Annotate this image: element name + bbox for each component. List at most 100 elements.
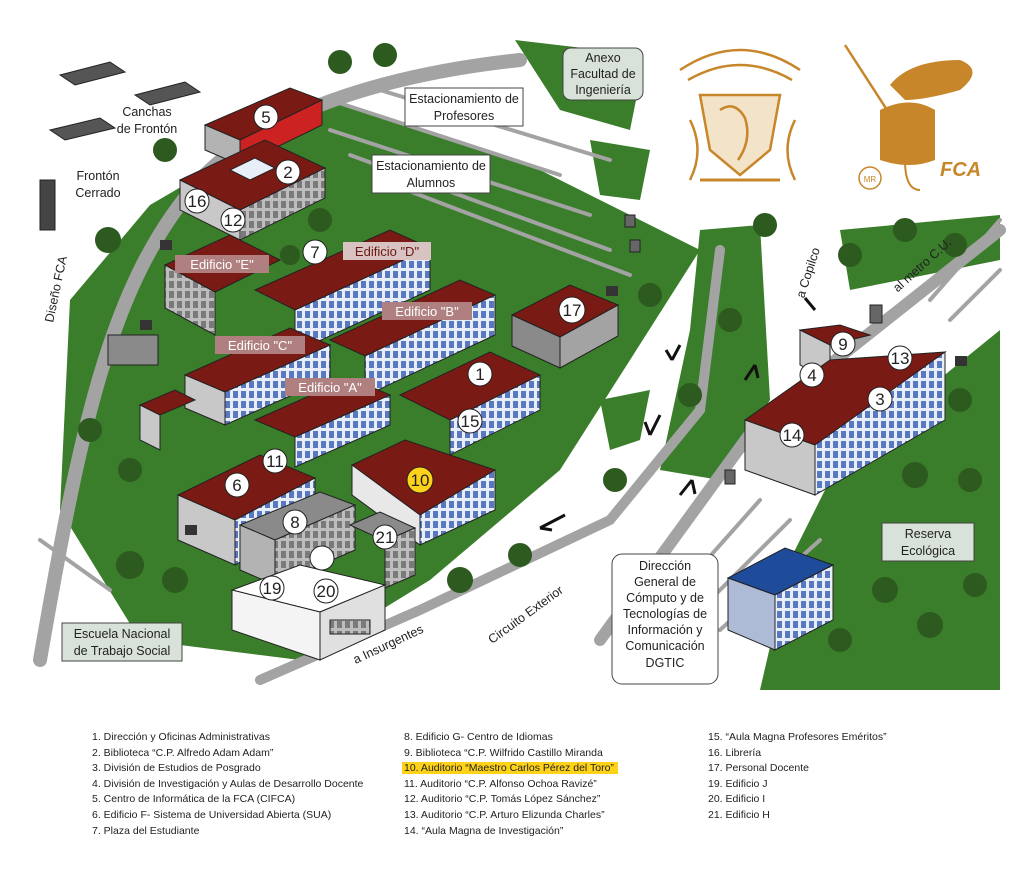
legend-item: 6. Edificio F- Sistema de Universidad Ab… [92,808,332,821]
mr-mark: MR [864,175,877,184]
label-fronton-cerrado: Frontón Cerrado [75,169,120,200]
svg-text:17: 17 [563,301,582,320]
svg-text:Cómputo y de: Cómputo y de [626,591,704,605]
svg-text:Comunicación: Comunicación [625,639,704,653]
svg-text:Canchas: Canchas [122,105,171,119]
legend-item: 2. Biblioteca “C.P. Alfredo Adam Adam” [92,746,274,759]
label-estacionamiento-profesores: Estacionamiento de Profesores [404,87,524,127]
building-markers: 5 2 16 12 7 17 1 15 11 6 10 8 21 19 20 9… [184,104,913,604]
legend-item: 17. Personal Docente [708,762,809,775]
label-escuela-trabajo-social: Escuela Nacional de Trabajo Social [61,622,183,662]
svg-text:de Trabajo Social: de Trabajo Social [74,644,171,658]
marker-21: 21 [372,524,398,550]
marker-13: 13 [887,345,913,371]
fronton-courts [39,61,202,231]
svg-text:General de: General de [634,575,696,589]
label-reserva-ecologica: Reserva Ecológica [881,522,975,562]
label-diseno-fca: Diseño FCA [42,254,70,323]
svg-text:Ecológica: Ecológica [901,544,955,558]
direction-arrows [539,297,817,532]
svg-text:19: 19 [263,579,282,598]
svg-text:Edificio "D": Edificio "D" [355,244,420,259]
svg-text:16: 16 [188,192,207,211]
label-dgtic: Dirección General de Cómputo y de Tecnol… [611,553,719,685]
svg-text:Información y: Información y [627,623,703,637]
marker-7: 7 [302,239,328,265]
svg-text:8: 8 [290,513,299,532]
marker-20: 20 [313,578,339,604]
legend-item: 7. Plaza del Estudiante [92,824,200,837]
svg-text:13: 13 [891,349,910,368]
marker-2: 2 [275,159,301,185]
svg-text:Anexo: Anexo [585,51,620,65]
legend-item: 21. Edificio H [708,808,770,821]
marker-17: 17 [558,296,586,324]
legend-item: 12. Auditorio “C.P. Tomás López Sánchez” [404,793,601,806]
svg-text:Alumnos: Alumnos [407,176,456,190]
label-canchas: Canchas de Frontón [117,105,178,136]
legend-item-10: 10. Auditorio “Maestro Carlos Pérez del … [402,762,618,775]
svg-text:Ingeniería: Ingeniería [575,83,631,97]
svg-text:5: 5 [261,108,270,127]
label-edificio-d: Edificio "D" [343,242,431,260]
svg-text:de Frontón: de Frontón [117,122,178,136]
svg-text:Estacionamiento de: Estacionamiento de [409,92,519,106]
marker-15: 15 [457,408,483,434]
svg-text:Tecnologías de: Tecnologías de [623,607,707,621]
campus-map: 5 2 16 12 7 17 1 15 11 6 10 8 21 19 20 9… [33,40,1006,690]
svg-text:3: 3 [875,390,884,409]
svg-text:Estacionamiento de: Estacionamiento de [376,159,486,173]
svg-text:21: 21 [376,528,395,547]
label-a-copilco: a Copilco [793,246,822,300]
legend-item: 4. División de Investigación y Aulas de … [92,777,364,790]
svg-text:9: 9 [838,335,847,354]
legend-item: 9. Biblioteca “C.P. Wilfrido Castillo Mi… [404,746,603,759]
svg-text:Edificio "A": Edificio "A" [298,380,362,395]
marker-1: 1 [467,361,493,387]
marker-9: 9 [830,331,856,357]
svg-text:1: 1 [475,365,484,384]
marker-8: 8 [282,509,308,535]
legend-column-3: 15. “Aula Magna Profesores Eméritos” 16.… [708,730,887,824]
marker-16: 16 [184,188,210,214]
building-name-labels: Edificio "D" Edificio "E" Edificio "B" E… [175,242,472,396]
marker-5: 5 [253,104,279,130]
svg-text:20: 20 [317,582,336,601]
svg-text:14: 14 [783,426,802,445]
svg-text:4: 4 [807,366,816,385]
legend-item: 20. Edificio I [708,793,766,806]
svg-text:11: 11 [266,452,284,471]
legend-item: 19. Edificio J [708,777,768,790]
svg-text:Facultad de: Facultad de [570,67,635,81]
legend-item: 11. Auditorio “C.P. Alfonso Ochoa Ravizé… [404,777,597,790]
legend-item: 14. “Aula Magna de Investigación” [404,824,564,837]
svg-text:7: 7 [310,243,319,262]
label-edificio-c: Edificio "C" [215,336,305,354]
marker-12: 12 [220,207,246,233]
marker-19: 19 [259,575,285,601]
legend-item: 15. “Aula Magna Profesores Eméritos” [708,731,887,743]
legend-item: 13. Auditorio “C.P. Arturo Elizunda Char… [404,808,605,821]
trees [78,43,987,652]
legend-column-2: 8. Edificio G- Centro de Idiomas 9. Bibl… [402,730,618,839]
svg-text:Reserva: Reserva [905,527,952,541]
svg-text:2: 2 [283,163,292,182]
fca-logo: MR FCA [843,44,981,191]
legend-item: 8. Edificio G- Centro de Idiomas [404,731,553,743]
label-anexo-ingenieria: Anexo Facultad de Ingeniería [562,47,644,101]
fca-logo-text: FCA [940,159,981,181]
svg-text:Edificio "B": Edificio "B" [395,304,459,319]
svg-text:Profesores: Profesores [434,109,494,123]
marker-6: 6 [224,472,250,498]
marker-10: 10 [406,466,434,494]
label-edificio-b: Edificio "B" [382,302,472,320]
legend-item: 16. Librería [708,746,762,759]
legend-item-highlighted: 10. Auditorio “Maestro Carlos Pérez del … [402,761,618,777]
svg-text:Edificio "E": Edificio "E" [190,257,254,272]
marker-3: 3 [867,386,893,412]
legend-column-1: 1. Dirección y Oficinas Administrativas … [92,730,363,839]
svg-text:Frontón: Frontón [76,169,119,183]
svg-text:Escuela Nacional: Escuela Nacional [74,627,171,641]
label-edificio-a: Edificio "A" [285,378,375,396]
label-circuito-exterior: Circuito Exterior [486,583,566,647]
